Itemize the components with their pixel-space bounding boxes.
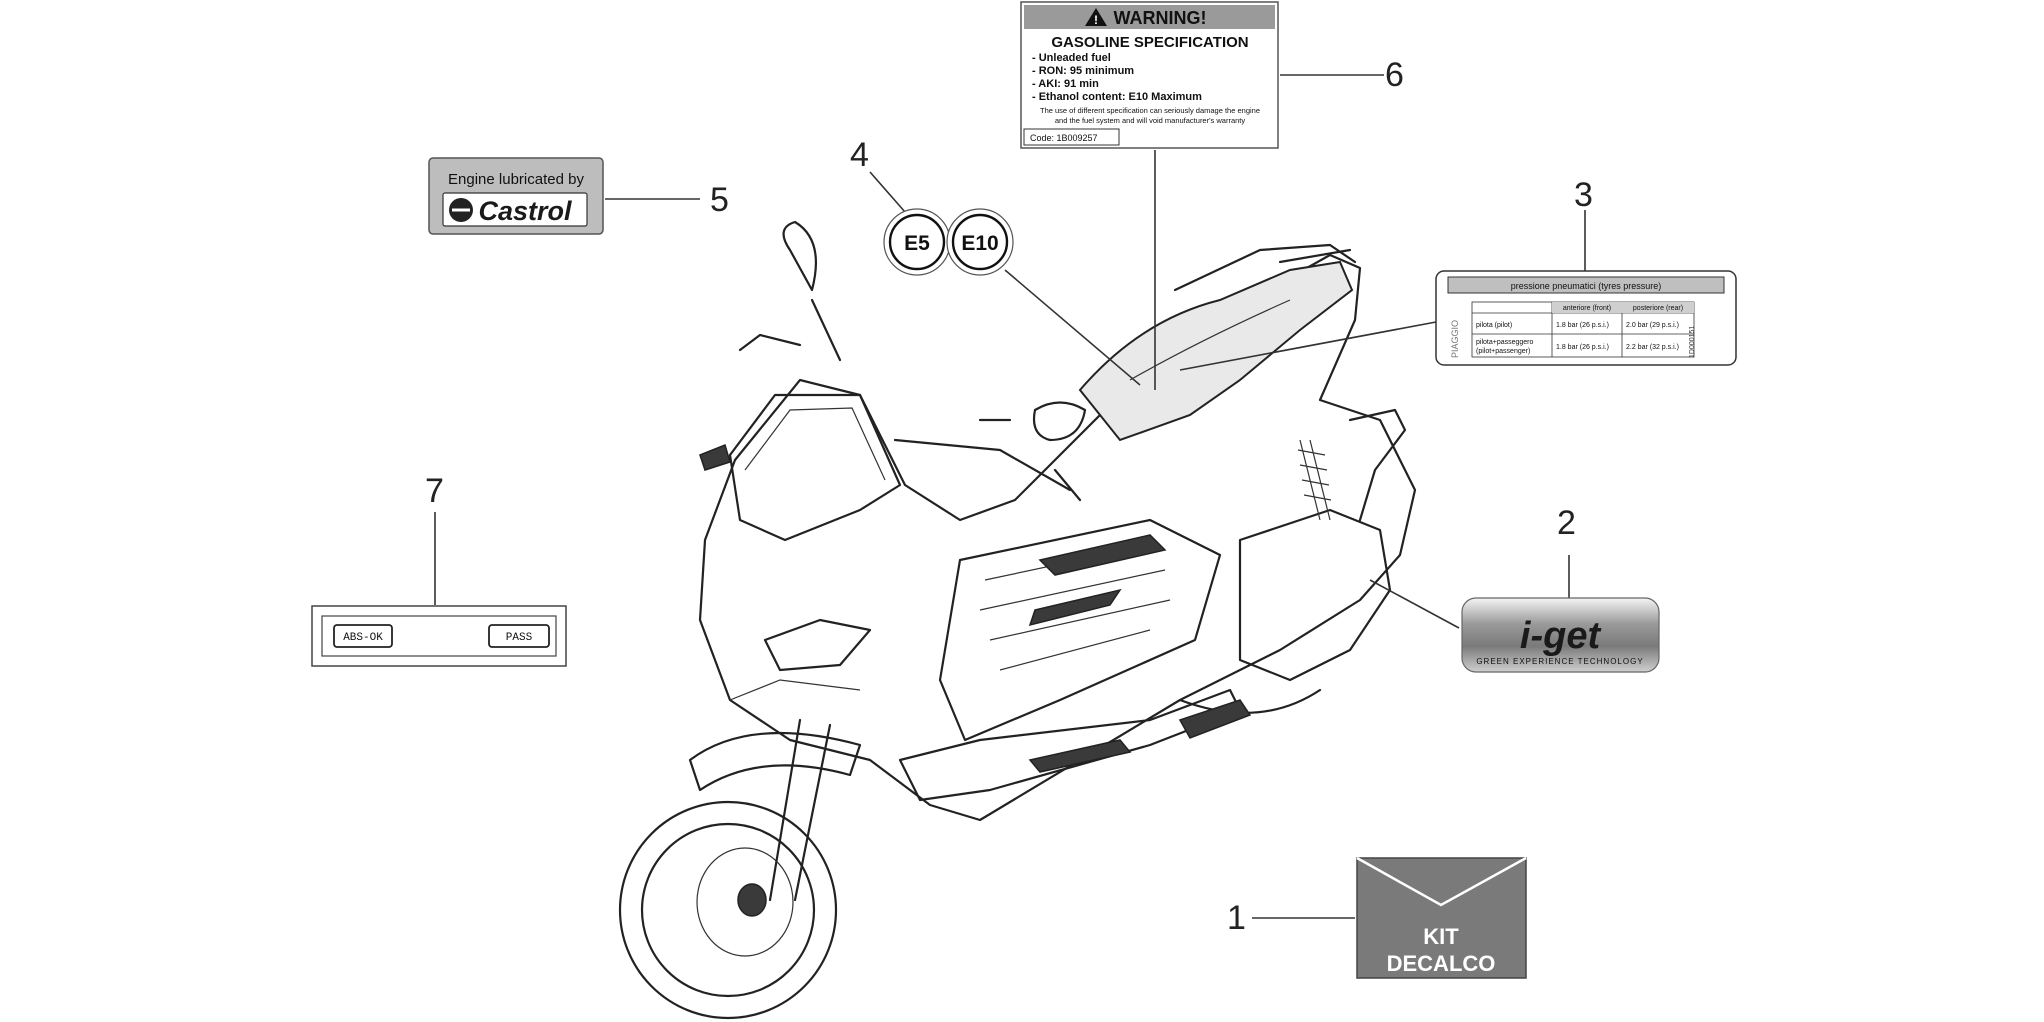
callout-7: 7 (425, 472, 444, 510)
tyre-pressure-label: pressione pneumatici (tyres pressure) PI… (1435, 270, 1737, 366)
warning-title: WARNING! (1114, 8, 1207, 28)
kit-label-line2: DECALCO (1387, 951, 1496, 976)
warning-item-2: - RON: 95 minimum (1032, 65, 1134, 77)
tyre-brand: PIAGGIO (1450, 320, 1460, 358)
warning-exclamation: ! (1094, 13, 1098, 27)
tyre-row2-front: 1.8 bar (26 p.s.i.) (1556, 344, 1609, 351)
callout-5: 5 (710, 181, 729, 219)
callout-2: 2 (1557, 504, 1576, 542)
warning-heading: GASOLINE SPECIFICATION (1051, 34, 1248, 51)
tyre-row2-who2: (pilot+passenger) (1476, 348, 1530, 355)
warning-item-4: - Ethanol content: E10 Maximum (1032, 91, 1202, 103)
pass-text: PASS (506, 632, 533, 644)
callout-numbers: 1 2 3 4 5 6 7 (425, 56, 1593, 937)
scooter-drawing (618, 220, 1417, 1020)
warning-note-2: and the fuel system and will void manufa… (1055, 116, 1246, 125)
warning-item-3: - AKI: 91 min (1032, 78, 1099, 90)
callout-4: 4 (850, 136, 869, 174)
tyre-col-rear: posteriore (rear) (1633, 305, 1683, 312)
tyre-header: pressione pneumatici (tyres pressure) (1511, 281, 1662, 291)
warning-note-1: The use of different specification can s… (1040, 106, 1260, 115)
warning-item-1: - Unleaded fuel (1032, 52, 1111, 64)
badge-e5: E5 (904, 232, 930, 255)
callout-6: 6 (1385, 56, 1404, 94)
callout-1: 1 (1227, 899, 1246, 937)
tyre-code: 1D000151 (1689, 326, 1696, 358)
callout-3: 3 (1574, 176, 1593, 214)
castrol-label: Engine lubricated by Castrol (428, 157, 604, 235)
tyre-col-front: anteriore (front) (1563, 305, 1611, 312)
tyre-row1-who: pilota (pilot) (1476, 322, 1512, 329)
badge-e10: E10 (961, 232, 998, 255)
castrol-brand: Castrol (478, 196, 572, 226)
fuel-badges: E5 E10 (883, 208, 1014, 276)
abs-pass-label: ABS-OK PASS (311, 605, 567, 667)
iget-badge: i-get GREEN EXPERIENCE TECHNOLOGY (1461, 597, 1660, 673)
tyre-row2-who1: pilota+passeggero (1476, 339, 1534, 346)
abs-ok-text: ABS-OK (343, 632, 383, 644)
kit-label-line1: KIT (1423, 924, 1459, 949)
warning-code: Code: 1B009257 (1030, 133, 1098, 143)
leader-lines (434, 74, 1586, 919)
kit-decalco-label: KIT DECALCO (1356, 856, 1527, 979)
iget-tagline: GREEN EXPERIENCE TECHNOLOGY (1476, 657, 1643, 666)
tyre-row1-rear: 2.0 bar (29 p.s.i.) (1626, 322, 1679, 329)
iget-logo: i-get (1520, 615, 1602, 657)
castrol-line1: Engine lubricated by (448, 171, 584, 188)
warning-gasoline-label: ! WARNING! GASOLINE SPECIFICATION - Unle… (1020, 1, 1279, 149)
tyre-row1-front: 1.8 bar (26 p.s.i.) (1556, 322, 1609, 329)
tyre-row2-rear: 2.2 bar (32 p.s.i.) (1626, 344, 1679, 351)
